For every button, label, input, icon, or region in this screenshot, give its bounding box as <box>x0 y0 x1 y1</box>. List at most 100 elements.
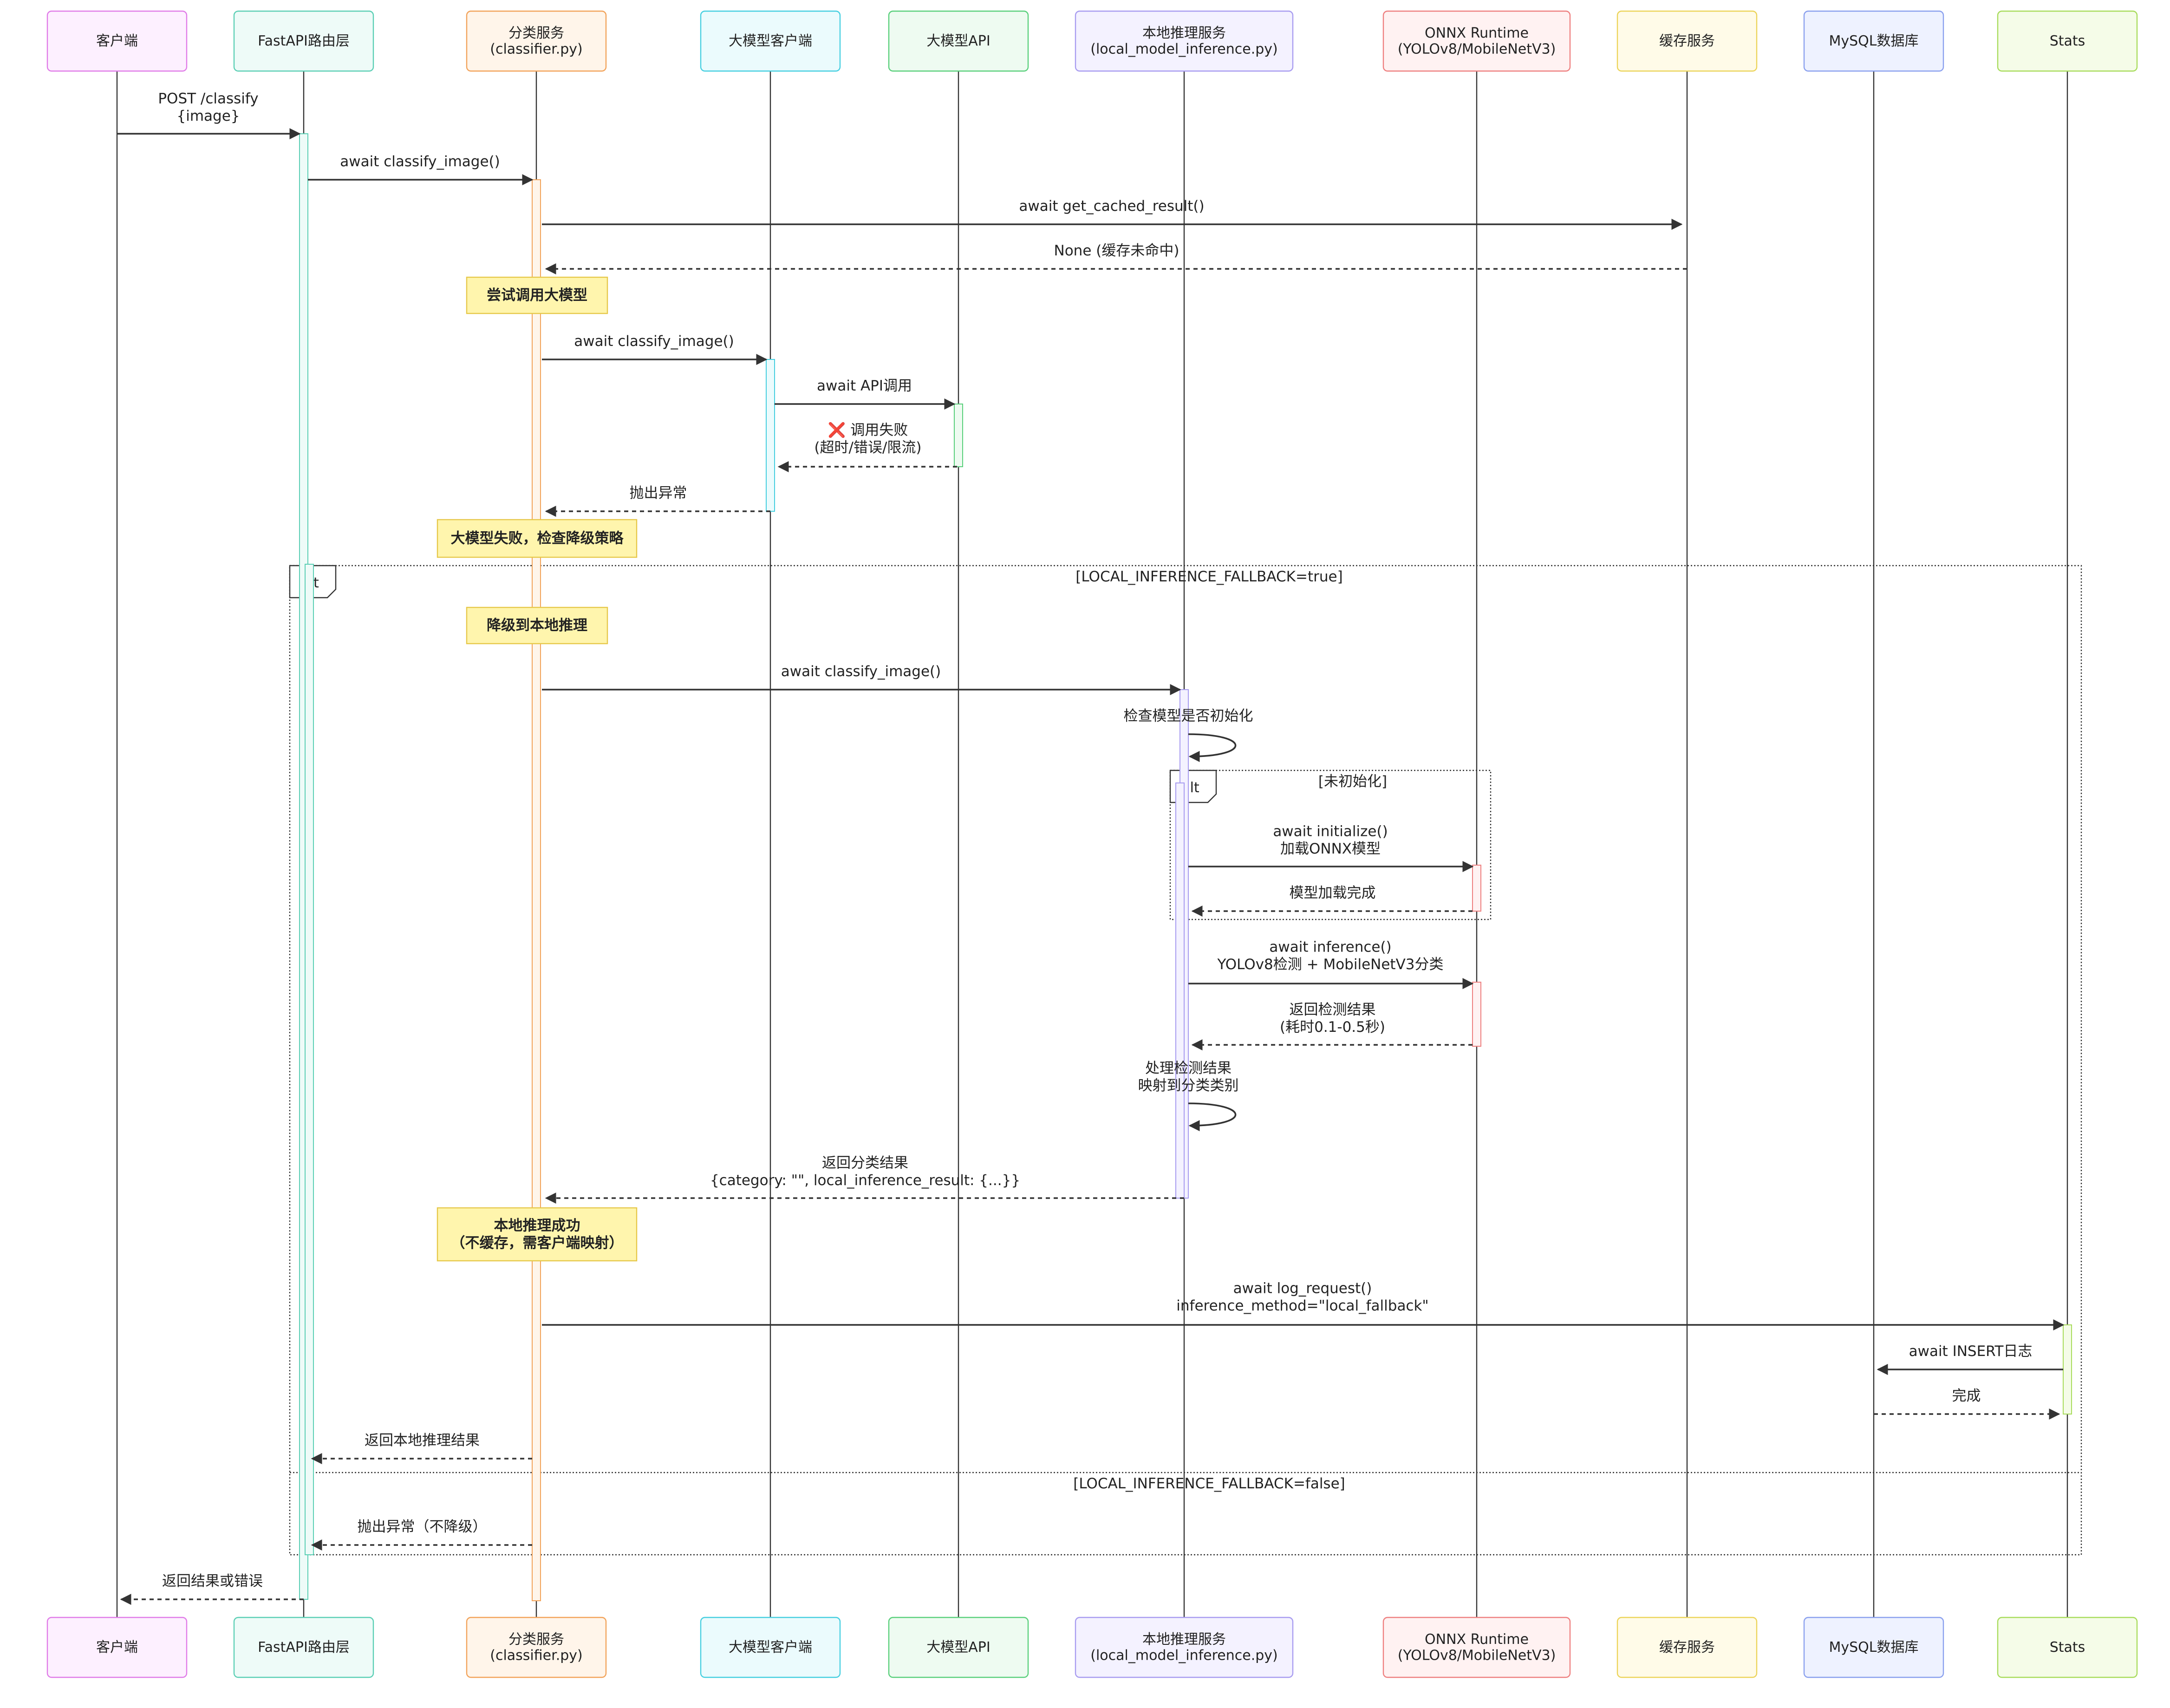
self-arrow <box>1188 1102 1237 1131</box>
message-11: 模型加载完成 <box>1191 885 1473 917</box>
participant-label: Stats <box>2050 33 2085 49</box>
message-label: await initialize() <box>1273 823 1388 840</box>
message-label: await inference() <box>1269 939 1391 955</box>
message-label: 检查模型是否初始化 <box>1124 708 1253 724</box>
message-10: await initialize()加载ONNX模型 <box>1188 823 1474 872</box>
participant-label: 大模型客户端 <box>729 33 812 49</box>
participant-label: ONNX Runtime <box>1425 25 1529 41</box>
message-label: 返回本地推理结果 <box>365 1432 480 1449</box>
participant-label: (classifier.py) <box>490 1647 582 1663</box>
frame-condition: [未初始化] <box>1318 773 1387 790</box>
message-19: 返回本地推理结果 <box>311 1432 532 1464</box>
participant-label: (YOLOv8/MobileNetV3) <box>1398 1647 1556 1663</box>
message-15: 返回分类结果{category: "", local_inference_res… <box>545 1154 1184 1204</box>
participant-label: 缓存服务 <box>1659 1639 1715 1656</box>
participant-box <box>466 10 607 72</box>
frame-condition: [LOCAL_INFERENCE_FALLBACK=false] <box>1073 1475 1345 1492</box>
note-label: 降级到本地推理 <box>487 617 587 634</box>
participant-box <box>466 1617 607 1678</box>
participant-box <box>700 10 841 72</box>
message-16: await log_request()inference_method="loc… <box>542 1280 2065 1330</box>
participant-box <box>1382 1617 1571 1678</box>
participant-label: 本地推理服务 <box>1142 1631 1226 1648</box>
message-label: 返回结果或错误 <box>162 1573 263 1590</box>
message-label: 抛出异常 <box>630 485 687 502</box>
activation-bar-llm_api <box>954 404 963 467</box>
message-18: 完成 <box>1874 1388 2060 1420</box>
note-label: 本地推理成功 <box>494 1217 580 1234</box>
message-label: {image} <box>176 108 240 124</box>
participant-box <box>1075 10 1294 72</box>
participant-onnx-bottom: ONNX Runtime(YOLOv8/MobileNetV3) <box>1382 1617 1571 1678</box>
message-label: 抛出异常（不降级） <box>358 1519 487 1535</box>
message-label: await classify_image() <box>574 333 734 350</box>
participant-llm_client-bottom: 大模型客户端 <box>700 1617 841 1678</box>
message-label: await classify_image() <box>781 663 941 680</box>
participant-label: 大模型API <box>926 33 990 49</box>
activation-bar-onnx <box>1472 865 1481 912</box>
message-13: 返回检测结果(耗时0.1-0.5秒) <box>1191 1001 1473 1050</box>
participant-label: FastAPI路由层 <box>258 1639 350 1656</box>
frame-border <box>289 565 2082 1556</box>
note-label: 大模型失败，检查降级策略 <box>451 530 624 547</box>
participant-local-bottom: 本地推理服务(local_model_inference.py) <box>1075 1617 1294 1678</box>
note-box <box>466 276 608 314</box>
participant-mysql-bottom: MySQL数据库 <box>1803 1617 1944 1678</box>
message-label: await log_request() <box>1233 1280 1372 1297</box>
participant-box <box>1616 1617 1758 1678</box>
message-label: 完成 <box>1952 1388 1981 1404</box>
message-label: inference_method="local_fallback" <box>1176 1297 1428 1314</box>
participant-local-top: 本地推理服务(local_model_inference.py) <box>1075 10 1294 72</box>
note-1: 大模型失败，检查降级策略 <box>437 519 638 558</box>
message-label: {category: "", local_inference_result: {… <box>710 1172 1020 1189</box>
message-label: (耗时0.1-0.5秒) <box>1280 1019 1385 1036</box>
participant-stats-bottom: Stats <box>1997 1617 2138 1678</box>
participant-box <box>1803 1617 1944 1678</box>
activation-bar-onnx <box>1472 982 1481 1047</box>
participant-label: MySQL数据库 <box>1829 33 1918 49</box>
message-3: None (缓存未命中) <box>545 242 1687 274</box>
message-17: await INSERT日志 <box>1877 1343 2063 1375</box>
frame-border <box>1169 769 1492 920</box>
participant-box <box>46 1617 188 1678</box>
participant-label: MySQL数据库 <box>1829 1639 1918 1656</box>
activation-bar-llm_client <box>766 359 775 512</box>
message-label: ❌ 调用失败 <box>828 421 908 438</box>
participant-router-bottom: FastAPI路由层 <box>233 1617 374 1678</box>
participant-mysql-top: MySQL数据库 <box>1803 10 1944 72</box>
participant-box <box>888 10 1029 72</box>
message-9: 检查模型是否初始化 <box>1124 708 1253 762</box>
message-label: (超时/错误/限流) <box>814 439 921 456</box>
notes-layer: 尝试调用大模型大模型失败，检查降级策略降级到本地推理本地推理成功（不缓存，需客户… <box>437 276 638 1262</box>
message-21: 返回结果或错误 <box>120 1573 304 1605</box>
participant-classifier-top: 分类服务(classifier.py) <box>466 10 607 72</box>
participant-label: Stats <box>2050 1639 2085 1656</box>
participant-llm_api-top: 大模型API <box>888 10 1029 72</box>
message-7: 抛出异常 <box>545 485 770 517</box>
participant-box <box>233 1617 374 1678</box>
note-3: 本地推理成功（不缓存，需客户端映射） <box>437 1207 638 1262</box>
participant-router-top: FastAPI路由层 <box>233 10 374 72</box>
participant-cache-bottom: 缓存服务 <box>1616 1617 1758 1678</box>
participant-box <box>1616 10 1758 72</box>
participant-label: (classifier.py) <box>490 41 582 57</box>
participant-label: 本地推理服务 <box>1142 25 1226 41</box>
message-label: 返回检测结果 <box>1290 1001 1376 1018</box>
participant-label: (YOLOv8/MobileNetV3) <box>1398 41 1556 57</box>
participant-box <box>1803 10 1944 72</box>
participant-cache-top: 缓存服务 <box>1616 10 1758 72</box>
participant-llm_api-bottom: 大模型API <box>888 1617 1029 1678</box>
message-label: 返回分类结果 <box>822 1154 908 1171</box>
message-label: await INSERT日志 <box>1909 1343 2033 1360</box>
frame-condition: [LOCAL_INFERENCE_FALLBACK=true] <box>1075 568 1342 585</box>
participant-label: (local_model_inference.py) <box>1090 41 1278 57</box>
activation-bar-router <box>305 564 314 1555</box>
participant-llm_client-top: 大模型客户端 <box>700 10 841 72</box>
message-label: POST /classify <box>158 90 258 107</box>
participant-onnx-top: ONNX Runtime(YOLOv8/MobileNetV3) <box>1382 10 1571 72</box>
participant-label: 分类服务 <box>508 1631 564 1648</box>
participant-label: (local_model_inference.py) <box>1090 1647 1278 1663</box>
participant-box <box>700 1617 841 1678</box>
